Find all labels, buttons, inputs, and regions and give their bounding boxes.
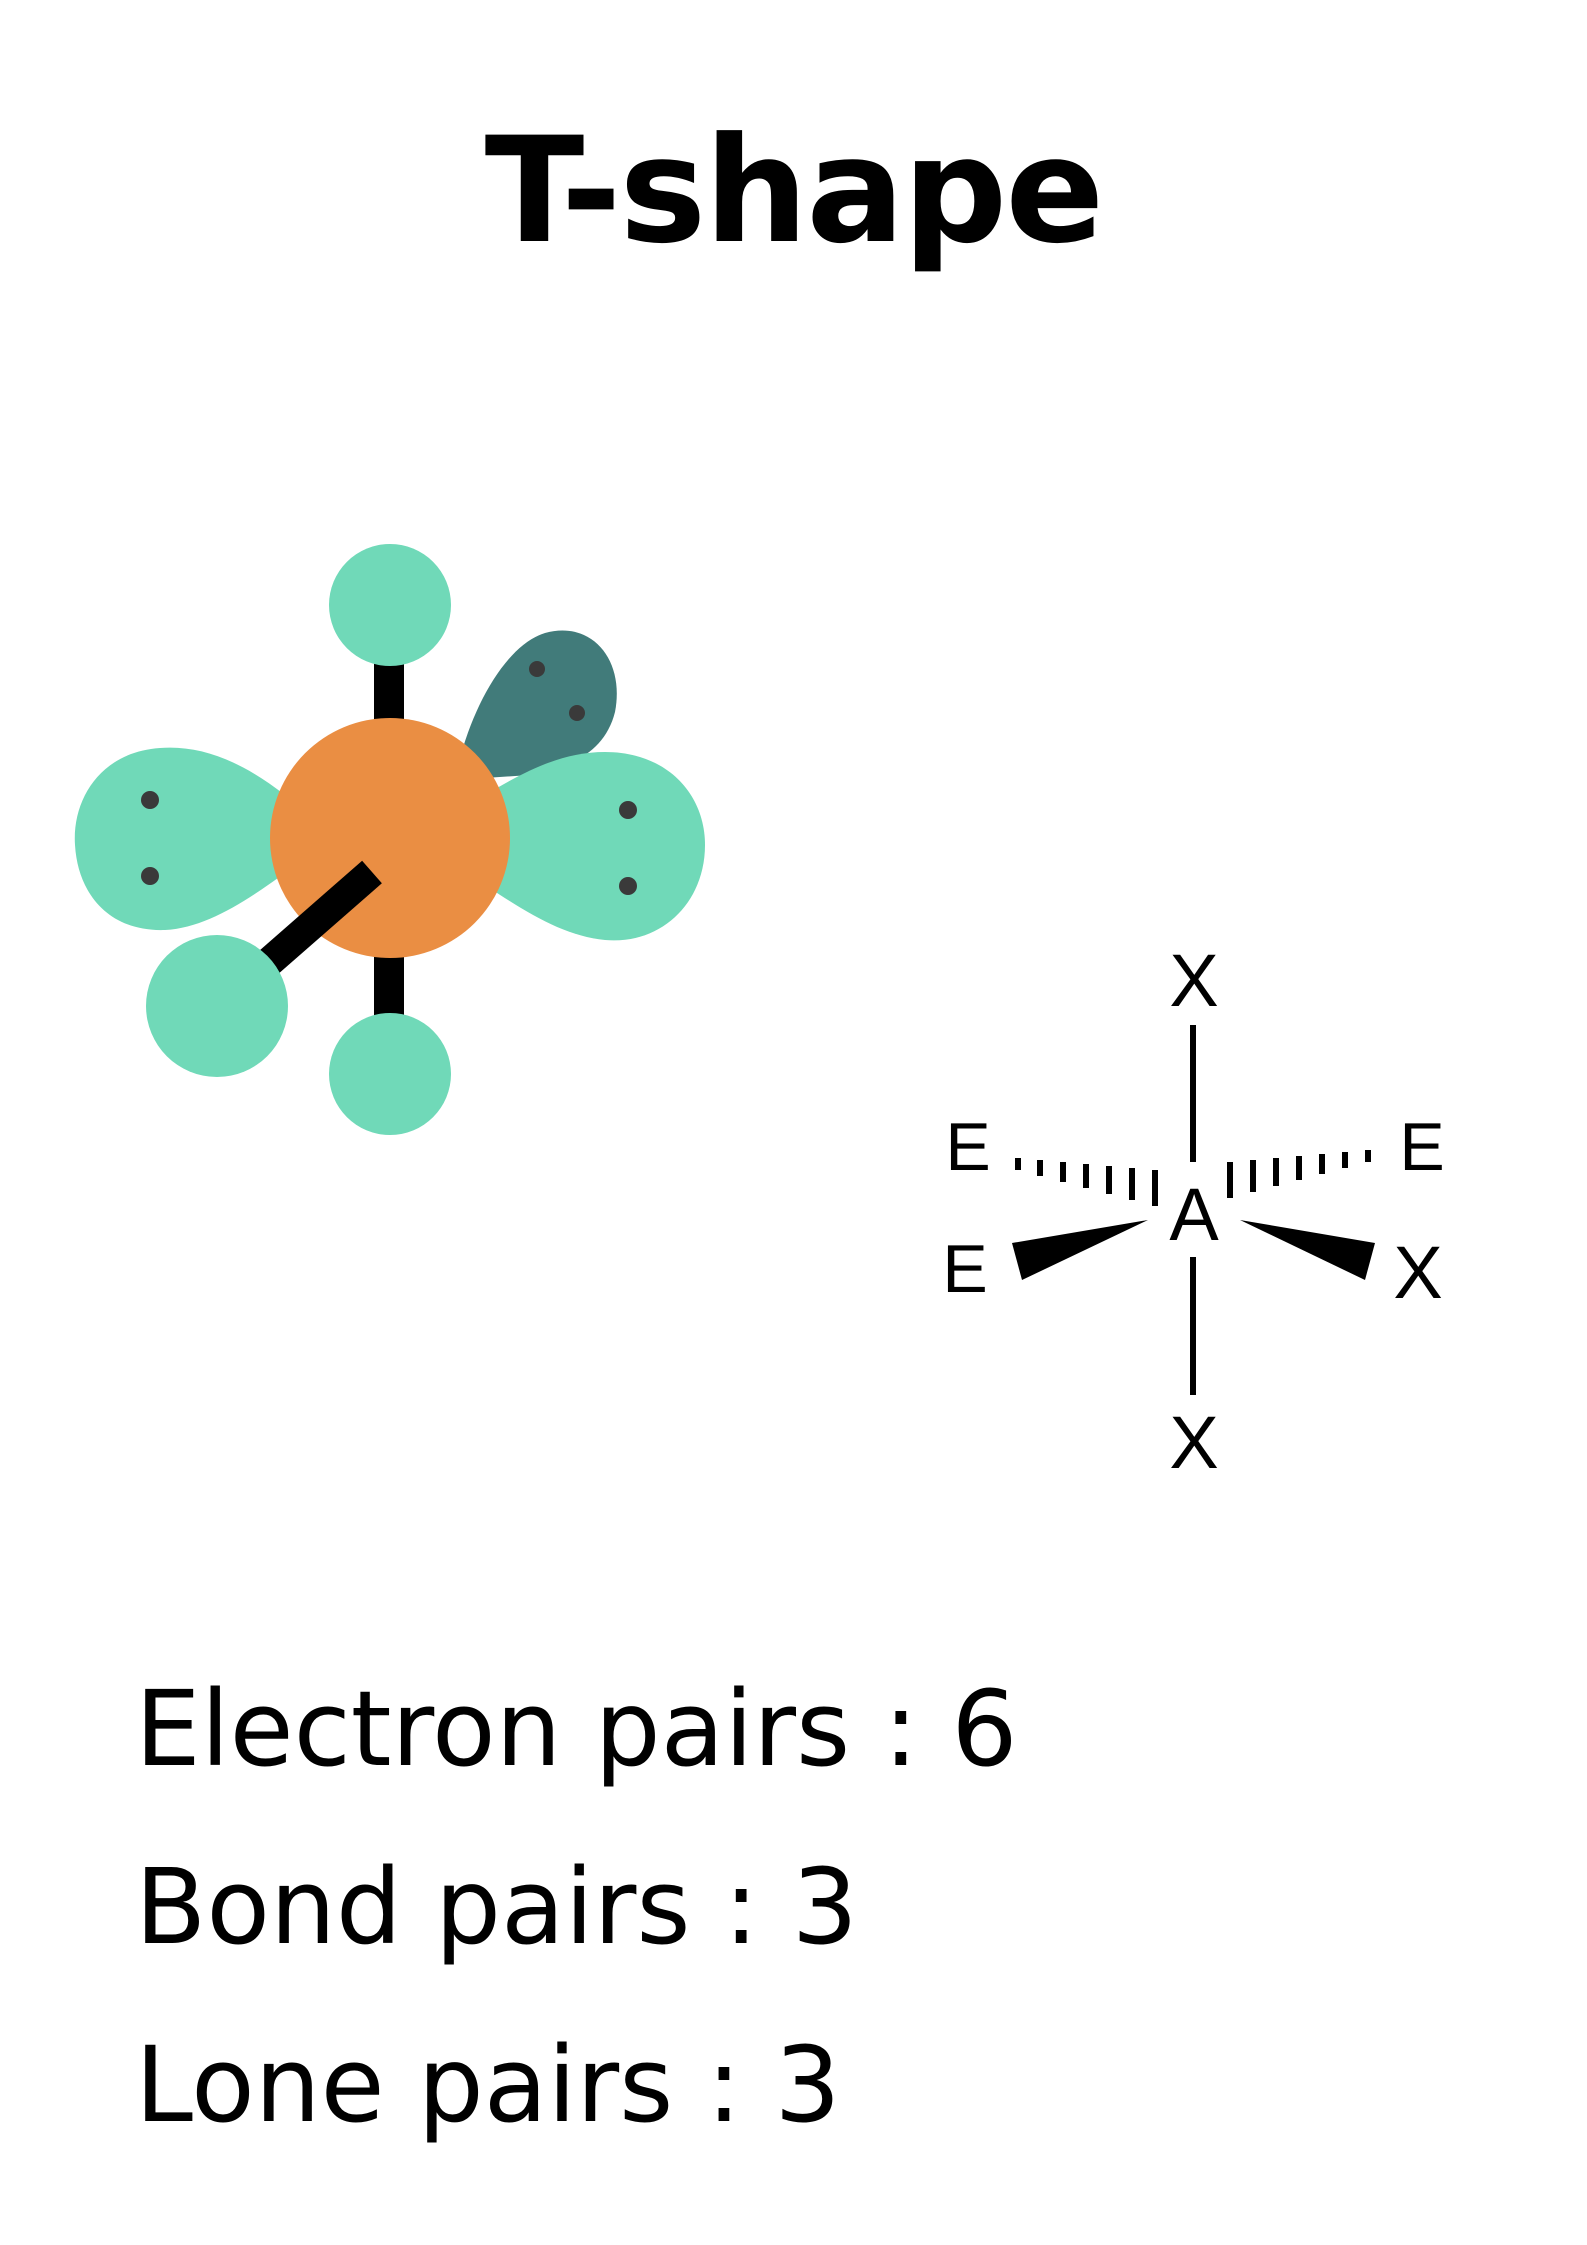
right-back-label: E	[1399, 1109, 1444, 1185]
lone-pair-lobe-left	[74, 747, 285, 931]
left-front-label: E	[942, 1231, 987, 1307]
solid-wedge-right	[1240, 1220, 1375, 1280]
stat-separator: :	[883, 1668, 952, 1790]
stat-value: 3	[791, 1846, 858, 1968]
right-front-label: X	[1393, 1231, 1442, 1314]
hashed-wedge-left	[1015, 1158, 1158, 1206]
bonded-atom-bottom	[329, 1013, 451, 1135]
hashed-wedge-right	[1227, 1150, 1371, 1198]
bonded-atom-top	[329, 544, 451, 666]
lone-pair-lobe-back	[455, 630, 617, 780]
center-atom-label: A	[1169, 1173, 1219, 1256]
bonded-atom-front	[146, 935, 288, 1077]
stat-separator: :	[706, 2024, 775, 2146]
lone-pairs-line: Lone pairs : 3	[135, 1996, 1018, 2174]
stat-value: 3	[774, 2024, 841, 2146]
pair-counts: Electron pairs : 6 Bond pairs : 3 Lone p…	[135, 1640, 1018, 2174]
lone-pair-dot	[141, 791, 159, 809]
lone-pair-dot	[569, 705, 585, 721]
top-atom-label: X	[1169, 939, 1218, 1022]
electron-pairs-line: Electron pairs : 6	[135, 1640, 1018, 1818]
lone-pair-dot	[619, 877, 637, 895]
lone-pair-dot	[141, 867, 159, 885]
lone-pair-dot	[619, 801, 637, 819]
stat-separator: :	[723, 1846, 792, 1968]
solid-wedge-left	[1012, 1220, 1148, 1280]
page-title: T-shape	[484, 106, 1105, 276]
stat-label: Electron pairs	[135, 1668, 851, 1790]
stat-label: Bond pairs	[135, 1846, 691, 1968]
stat-value: 6	[951, 1668, 1018, 1790]
lone-pair-dot	[529, 661, 545, 677]
stat-label: Lone pairs	[135, 2024, 674, 2146]
bond-front	[258, 860, 382, 975]
bottom-atom-label: X	[1169, 1401, 1218, 1484]
bond-pairs-line: Bond pairs : 3	[135, 1818, 1018, 1996]
lone-pair-lobe-right	[485, 752, 705, 941]
left-back-label: E	[945, 1109, 990, 1185]
